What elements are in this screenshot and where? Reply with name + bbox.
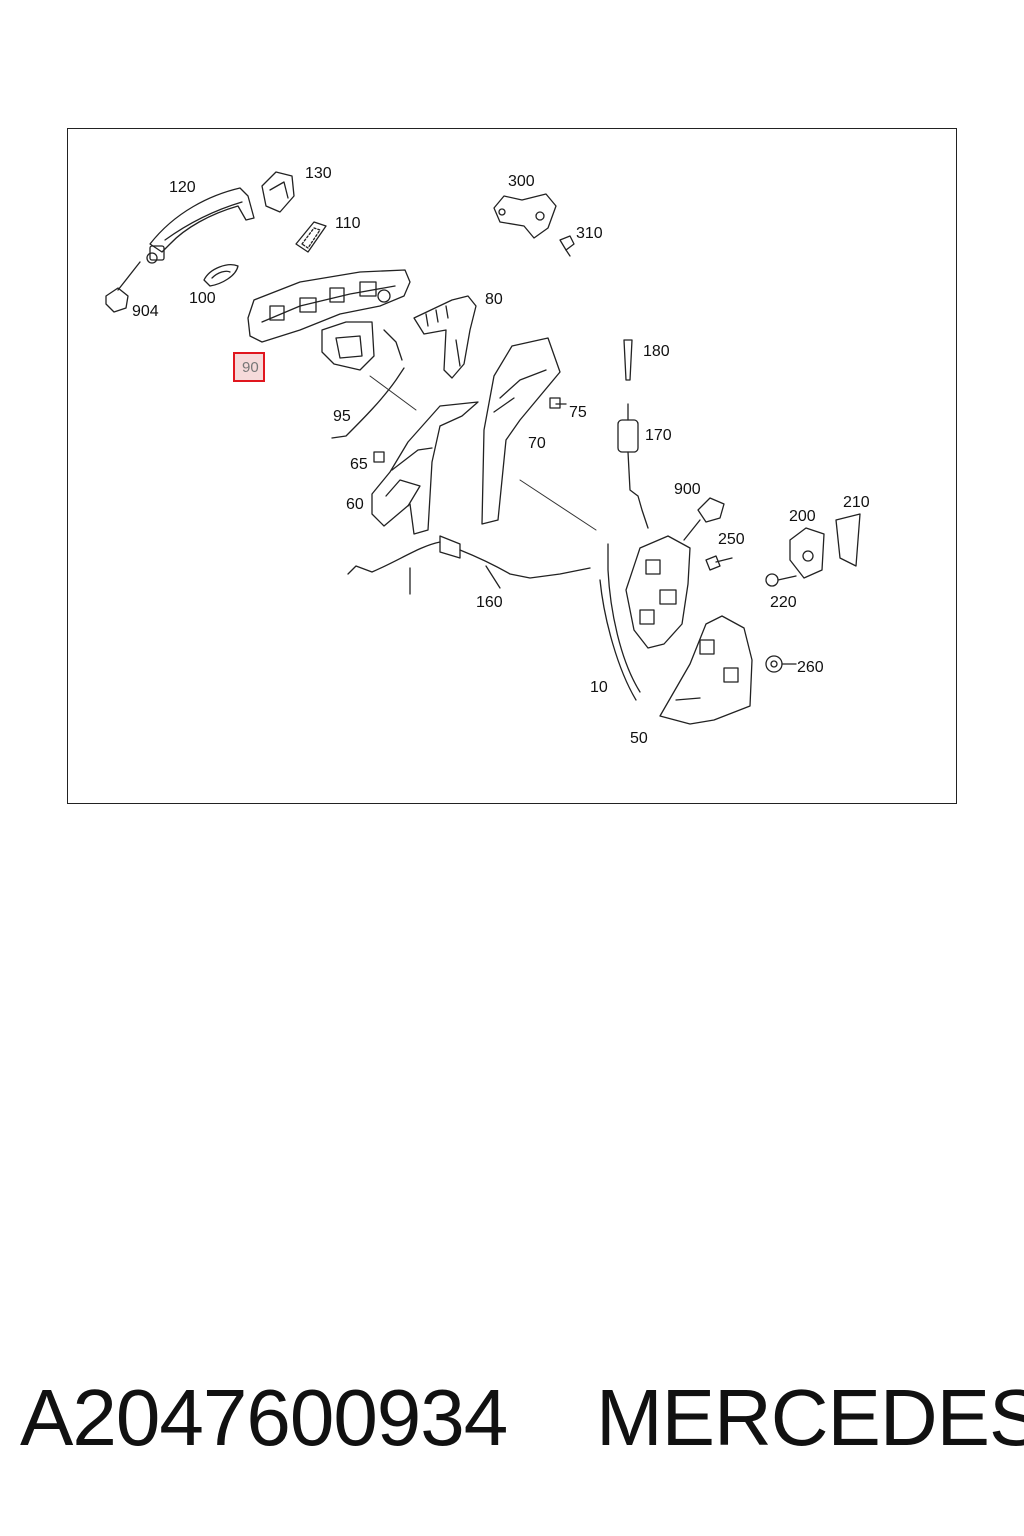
clip-65-drawing bbox=[373, 451, 385, 463]
callout-180: 180 bbox=[643, 343, 670, 360]
callout-95: 95 bbox=[333, 408, 351, 425]
callout-80: 80 bbox=[485, 291, 503, 308]
callout-250: 250 bbox=[718, 531, 745, 548]
screw-75-drawing bbox=[549, 397, 567, 409]
handle-cap-drawing bbox=[261, 171, 295, 213]
callout-300: 300 bbox=[508, 173, 535, 190]
part-number: A2047600934 bbox=[20, 1373, 508, 1462]
striker-200-drawing bbox=[789, 527, 825, 579]
callout-200: 200 bbox=[789, 508, 816, 525]
callout-170: 170 bbox=[645, 427, 672, 444]
bracket-300-drawing bbox=[493, 193, 557, 239]
callout-160: 160 bbox=[476, 594, 503, 611]
part-904-drawing bbox=[105, 261, 141, 313]
callout-220: 220 bbox=[770, 594, 797, 611]
screw-260-drawing bbox=[765, 655, 797, 673]
damper-170-drawing bbox=[617, 403, 649, 529]
bracket-50-drawing bbox=[659, 615, 753, 725]
callout-75: 75 bbox=[569, 404, 587, 421]
carrier-60-drawing bbox=[371, 401, 479, 535]
leader-lines bbox=[369, 375, 597, 531]
outer-door-handle-drawing bbox=[146, 187, 255, 264]
clip-310-drawing bbox=[559, 235, 575, 257]
door-lock-latch-drawing bbox=[599, 535, 691, 701]
exploded-parts-drawing bbox=[105, 171, 861, 725]
callout-900: 900 bbox=[674, 481, 701, 498]
parts-diagram-frame bbox=[67, 128, 957, 804]
callout-260: 260 bbox=[797, 659, 824, 676]
screw-250-drawing bbox=[705, 555, 733, 571]
brand-name: MERCEDES bbox=[596, 1373, 1024, 1462]
callout-100: 100 bbox=[189, 290, 216, 307]
callout-130: 130 bbox=[305, 165, 332, 182]
cover-70-drawing bbox=[481, 337, 561, 525]
part-900-drawing bbox=[683, 497, 725, 541]
callout-60: 60 bbox=[346, 496, 364, 513]
callout-90: 90 bbox=[233, 352, 265, 382]
screw-220-drawing bbox=[765, 573, 797, 587]
pin-180-drawing bbox=[623, 339, 633, 381]
gasket-drawing bbox=[295, 221, 327, 253]
seal-drawing bbox=[203, 264, 239, 287]
actuating-rod-drawing bbox=[331, 367, 405, 439]
handle-carrier-drawing bbox=[247, 269, 411, 371]
callout-120: 120 bbox=[169, 179, 196, 196]
bowden-cable-drawing bbox=[347, 535, 591, 595]
plate-210-drawing bbox=[835, 513, 861, 567]
callout-10: 10 bbox=[590, 679, 608, 696]
bracket-drawing bbox=[413, 295, 477, 379]
callout-65: 65 bbox=[350, 456, 368, 473]
callout-50: 50 bbox=[630, 730, 648, 747]
footer: A2047600934 MERCEDES bbox=[0, 1372, 1024, 1472]
callout-210: 210 bbox=[843, 494, 870, 511]
callout-110: 110 bbox=[335, 215, 361, 232]
callout-310: 310 bbox=[576, 225, 603, 242]
callout-70: 70 bbox=[528, 435, 546, 452]
callout-904: 904 bbox=[132, 303, 159, 320]
